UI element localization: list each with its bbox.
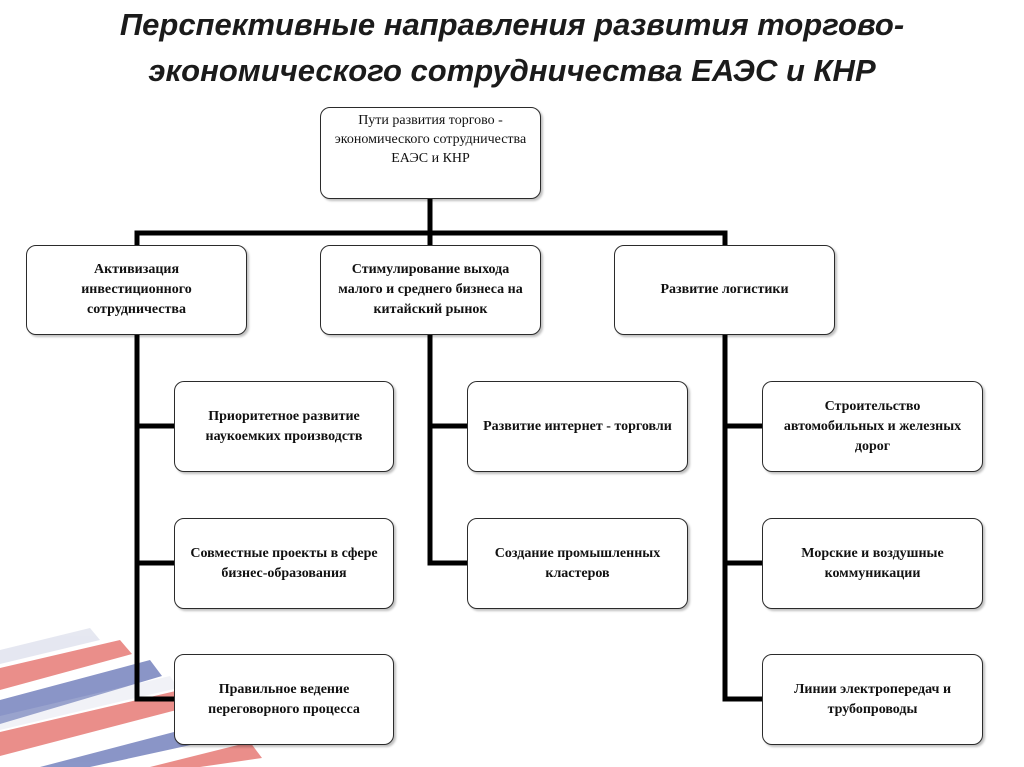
slide-title-line-1: Перспективные направления развития торго… [119,7,905,42]
branch-node-logistics: Развитие логистики [614,245,835,335]
leaf-node-internet-commerce: Развитие интернет - торговли [467,381,688,472]
leaf-node-sea-air: Морские и воздушные коммуникации [762,518,983,609]
branch-node-investment: Активизация инвестиционного сотрудничест… [26,245,247,335]
slide-title-line-2: экономического сотрудничества ЕАЭС и КНР [148,53,876,88]
leaf-node-roads-railways: Строительство автомобильных и железных д… [762,381,983,472]
leaf-node-industrial-clusters: Создание промышленных кластеров [467,518,688,609]
leaf-node-business-education: Совместные проекты в сфере бизнес-образо… [174,518,394,609]
leaf-node-knowledge-intensive: Приоритетное развитие наукоемких произво… [174,381,394,472]
root-node: Пути развития торгово - экономического с… [320,107,541,199]
leaf-node-power-pipelines: Линии электропередач и трубопроводы [762,654,983,745]
leaf-node-negotiation: Правильное ведение переговорного процесс… [174,654,394,745]
branch-node-small-business: Стимулирование выхода малого и среднего … [320,245,541,335]
slide-title: Перспективные направления развития торго… [0,2,1024,94]
